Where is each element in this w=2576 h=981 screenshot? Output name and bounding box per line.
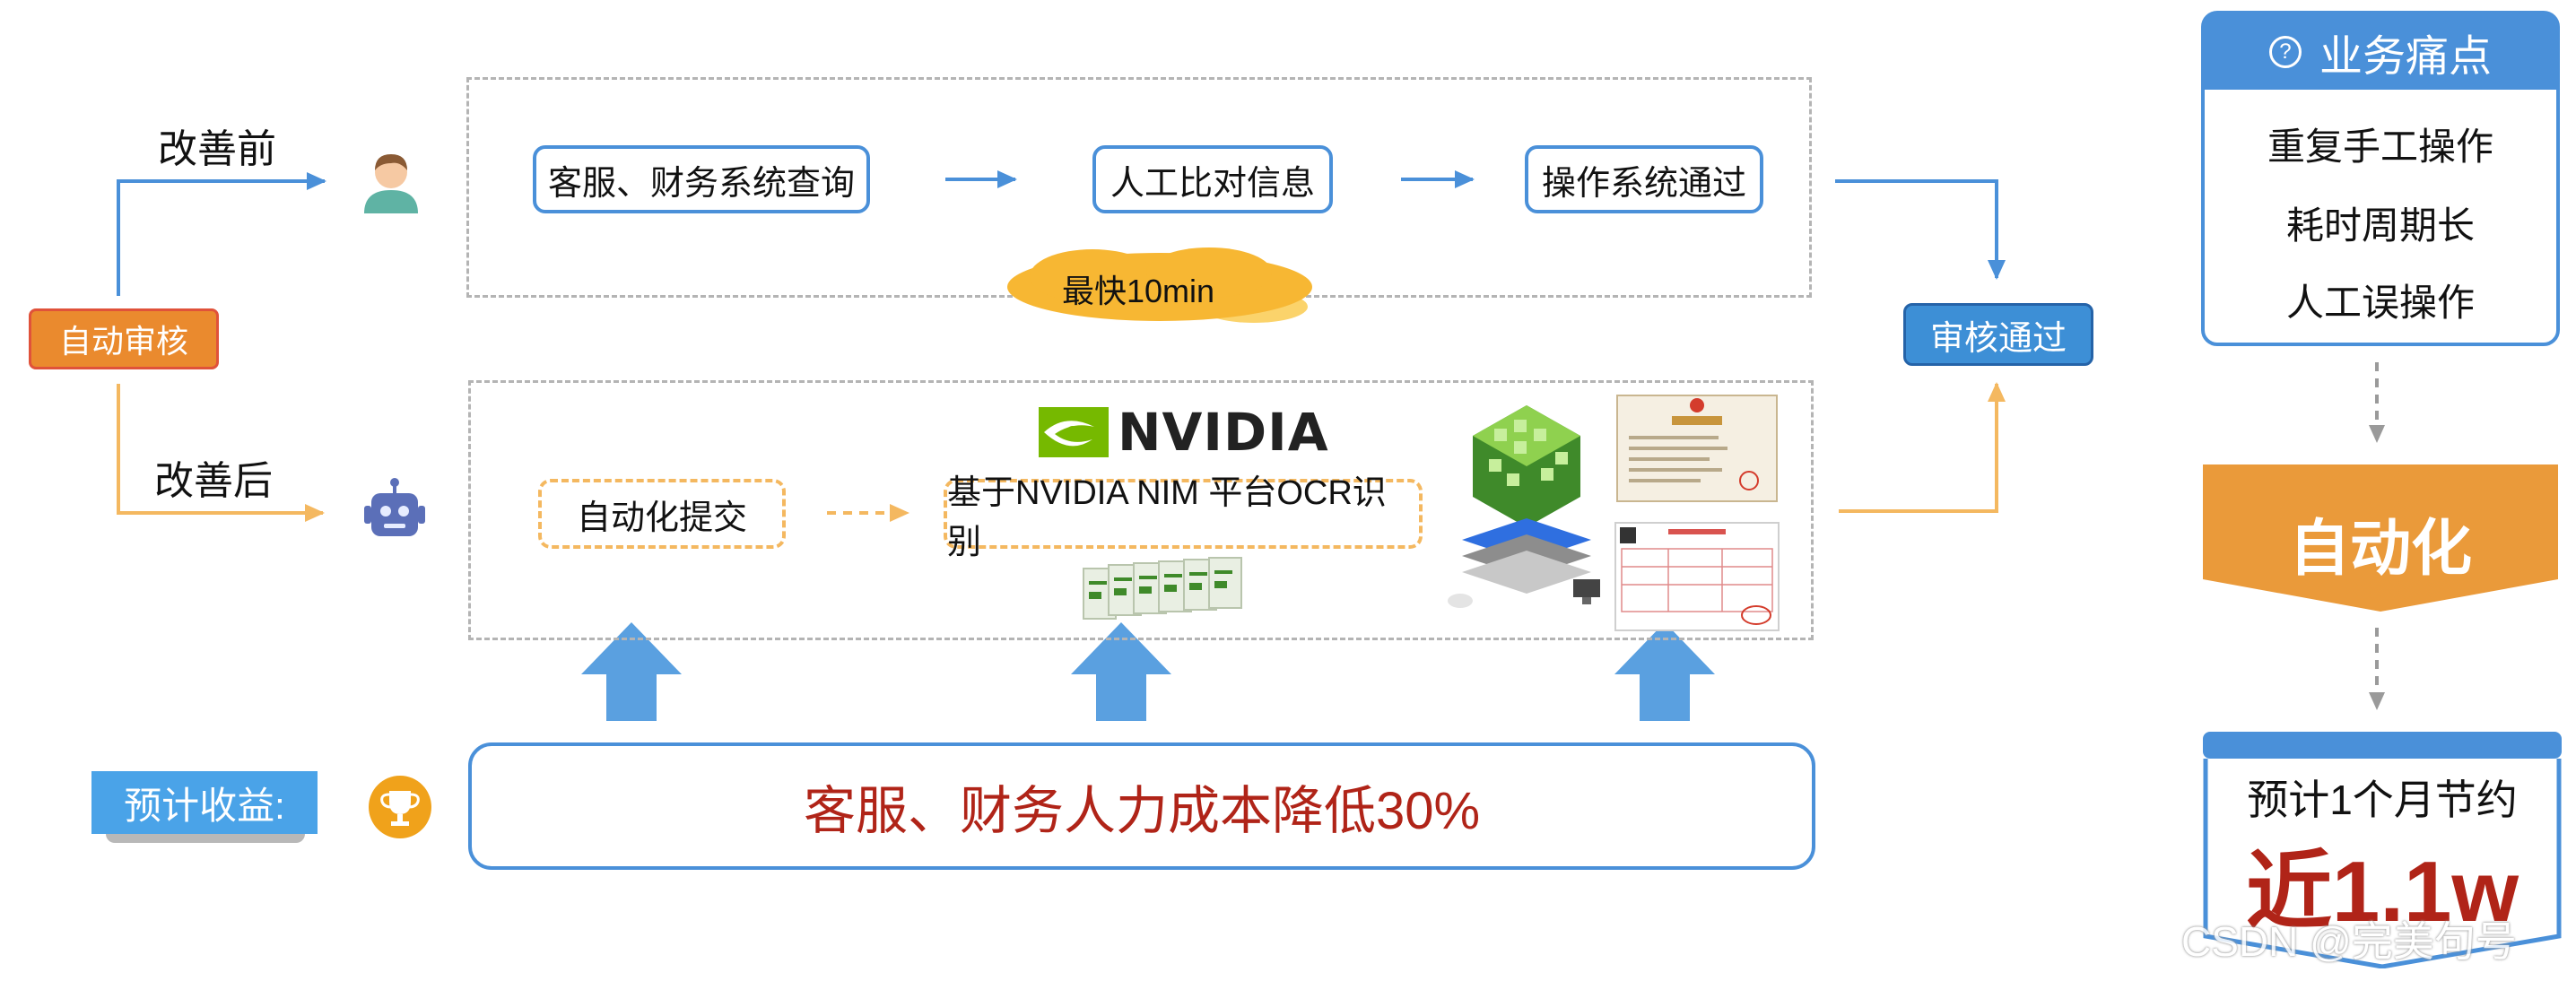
savings-line1: 预计1个月节约: [2247, 777, 2518, 823]
review-pass-node: 审核通过: [1903, 303, 2093, 366]
savings-amount: 近1.1w: [2245, 844, 2519, 940]
gpu-stack-icon: [1448, 402, 1606, 617]
step-system-query: 客服、财务系统查询: [533, 145, 870, 213]
before-label: 改善前: [158, 127, 276, 171]
trophy-icon: [368, 775, 432, 839]
benefit-label: 预计收益:: [91, 771, 318, 834]
automation-label: 自动化: [2288, 515, 2472, 583]
auto-review-node: 自动审核: [29, 308, 219, 369]
step-manual-compare: 人工比对信息: [1092, 145, 1333, 213]
person-icon: [359, 151, 423, 215]
step-system-pass: 操作系统通过: [1525, 145, 1763, 213]
cloud-note: 最快10min: [1062, 273, 1215, 309]
up-arrow-icon: [581, 622, 1715, 721]
pain-item: 重复手工操作: [2267, 126, 2493, 168]
after-label: 改善后: [154, 459, 273, 503]
question-icon: ?: [2268, 36, 2302, 68]
step-auto-submit: 自动化提交: [538, 479, 786, 549]
pain-points-title: 业务痛点: [2319, 33, 2492, 81]
pain-points-header: ? 业务痛点: [2205, 14, 2556, 90]
nvidia-logo-icon: [1039, 407, 1109, 457]
robot-icon: [362, 477, 427, 542]
pain-item: 人工误操作: [2285, 282, 2475, 324]
after-process-box: [468, 380, 1814, 640]
savings-card: 预计1个月节约 近1.1w: [2203, 732, 2562, 968]
benefit-statement: 客服、财务人力成本降低30%: [468, 742, 1815, 870]
step-nim-ocr: 基于NVIDIA NIM 平台OCR识别: [944, 474, 1423, 561]
automation-banner: 自动化: [2203, 464, 2558, 613]
nvidia-wordmark: NVIDIA: [1118, 402, 1329, 463]
invoice-doc: [1614, 522, 1780, 631]
cloud-shape: [1007, 247, 1312, 323]
pain-item: 耗时周期长: [2285, 204, 2475, 247]
document-icon: [1082, 556, 1261, 624]
pain-points-card: ? 业务痛点 重复手工操作 耗时周期长 人工误操作: [2201, 11, 2560, 346]
business-license-doc: [1616, 395, 1778, 502]
watermark: CSDN @完美句号: [2181, 918, 2517, 965]
benefit-label-shadow: [106, 834, 305, 843]
